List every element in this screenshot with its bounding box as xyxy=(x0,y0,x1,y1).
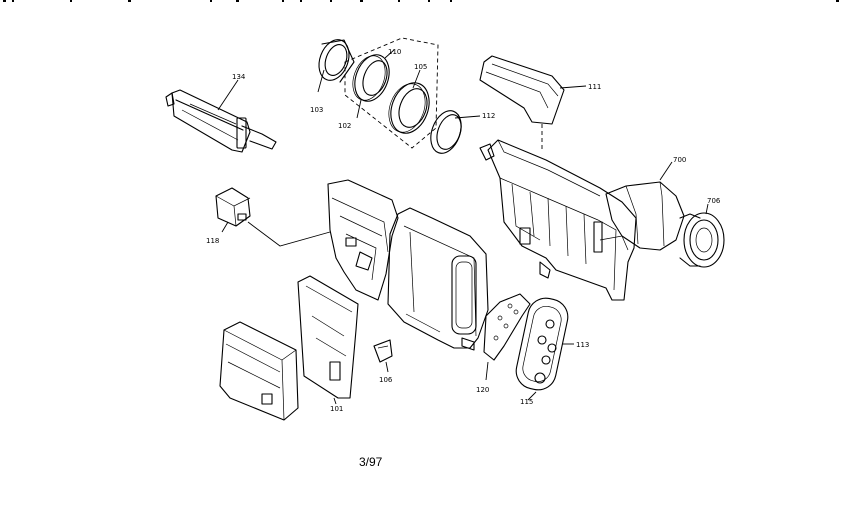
part-label-120: 120 xyxy=(476,386,489,394)
part-label-115: 115 xyxy=(520,398,533,406)
right-chassis-frame xyxy=(479,139,637,301)
hand-strap-part xyxy=(165,79,277,153)
scan-artifacts xyxy=(3,0,839,2)
part-label-112: 112 xyxy=(482,112,495,120)
part-label-102: 102 xyxy=(338,122,351,130)
small-bracket-part xyxy=(373,339,393,373)
switch-block-part xyxy=(215,187,331,247)
part-label-134: 134 xyxy=(232,73,246,81)
part-label-700: 700 xyxy=(673,156,686,164)
part-label-113: 113 xyxy=(576,341,589,349)
control-panel-part xyxy=(515,297,574,401)
part-label-101: 101 xyxy=(330,405,343,413)
viewfinder-assembly xyxy=(605,161,725,268)
part-label-106: 106 xyxy=(379,376,393,384)
circuit-board-part xyxy=(483,293,531,381)
part-label-110: 110 xyxy=(388,48,401,56)
part-label-706: 706 xyxy=(707,197,721,205)
part-label-105: 105 xyxy=(414,63,427,71)
cassette-housing xyxy=(387,207,489,351)
lens-ring-assembly xyxy=(317,37,481,154)
footer-date: 3/97 xyxy=(359,455,383,469)
part-label-118: 118 xyxy=(206,237,219,245)
part-label-103: 103 xyxy=(310,106,323,114)
top-cover-part xyxy=(479,55,587,150)
left-body-housing xyxy=(327,179,399,301)
battery-pack-part xyxy=(219,321,299,421)
part-label-111: 111 xyxy=(588,83,601,91)
side-door-panel xyxy=(297,275,359,405)
